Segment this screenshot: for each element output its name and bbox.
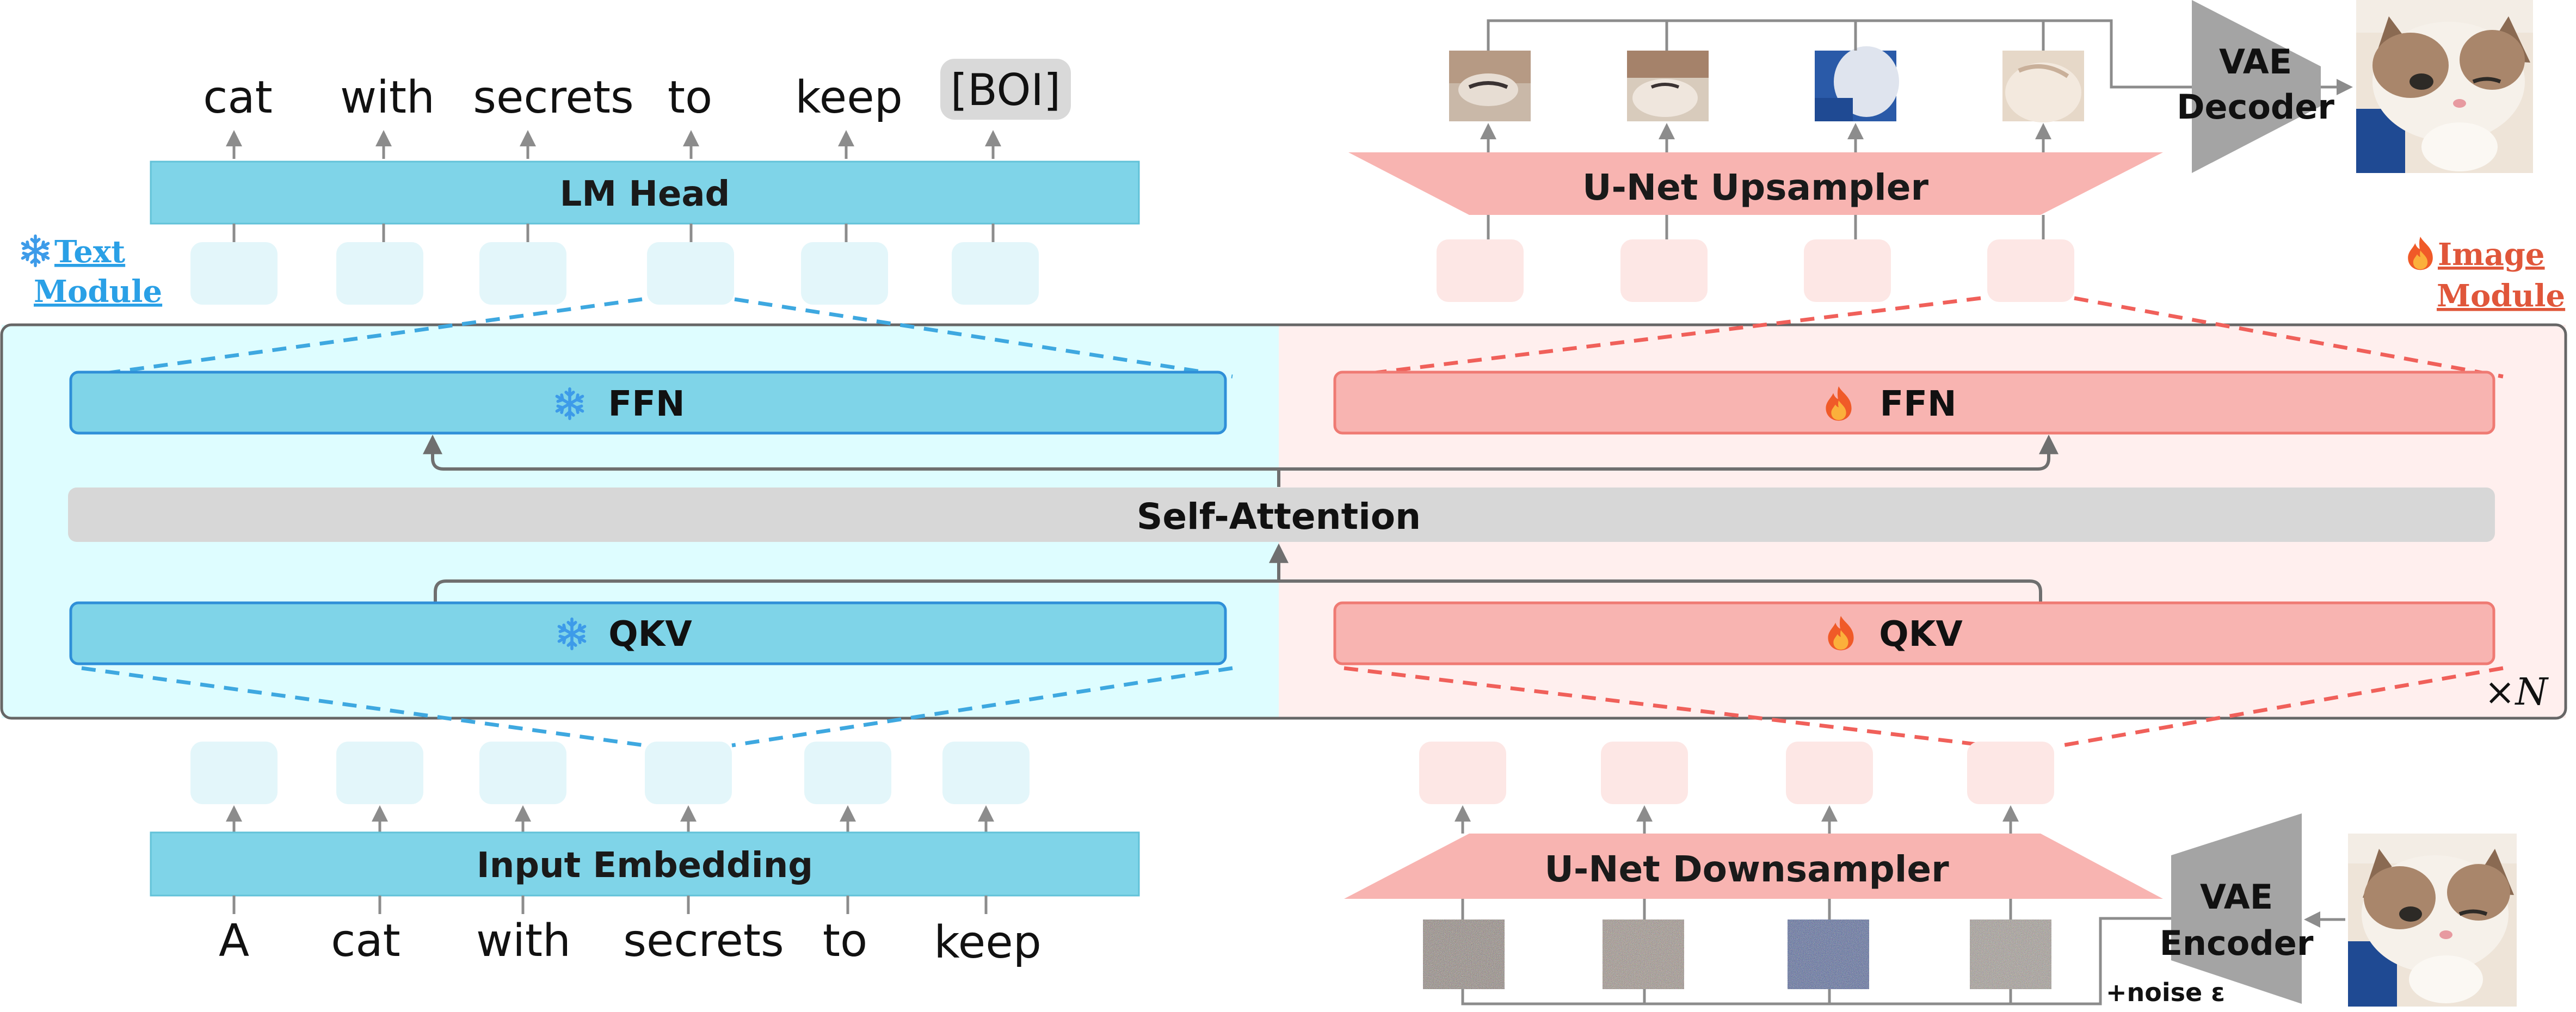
unet-downsampler-shape (1344, 834, 2163, 899)
upsampler-input-lines (1487, 215, 2045, 239)
input-embedding-bar (150, 831, 1140, 897)
output-patch-2 (1627, 51, 1709, 121)
boi-token-badge (940, 59, 1071, 120)
repeat-label: ×N (2485, 671, 2549, 714)
text-qkv-bar (69, 601, 1227, 665)
text-expand-dashes-top (81, 297, 1233, 379)
text-hidden-states-bottom (190, 742, 1030, 804)
output-patch-4 (2002, 51, 2084, 122)
attention-to-ffn-routing (423, 434, 2059, 487)
unet-upsampler-label: U-Net Upsampler (1582, 166, 1929, 208)
unet-upsampler-shape (1348, 152, 2163, 215)
text-module-label-line1: Text (54, 234, 125, 270)
input-token: with (476, 915, 571, 967)
output-token: with (340, 72, 435, 124)
input-token-labels: A cat with secrets to keep (219, 915, 1042, 968)
snowflake-icon (22, 236, 48, 266)
image-qkv-bar (1333, 601, 2495, 665)
noisy-patch-lines (1461, 899, 2012, 920)
text-ffn-label: FFN (608, 384, 685, 424)
text-expand-dashes-bottom (81, 666, 1233, 748)
noisy-input-patches (1423, 920, 2051, 989)
output-token: keep (795, 72, 903, 124)
lm-head-output-arrows (226, 130, 1001, 159)
image-expand-dashes-bottom (1344, 666, 2504, 748)
image-ffn-label: FFN (1880, 384, 1957, 424)
transformer-block-outline (0, 323, 2567, 720)
lm-head-bar (150, 161, 1140, 225)
vae-encoder-label-line2: Encoder (2160, 923, 2314, 963)
noise-label: +noise ε (2106, 978, 2225, 1007)
input-token: keep (934, 917, 1042, 968)
image-module-label-line2: Module (2437, 278, 2565, 314)
input-token: A (219, 915, 249, 967)
qkv-to-attention-routing (434, 543, 2042, 603)
output-patch-1 (1449, 51, 1531, 121)
upsampler-output-arrows (1480, 123, 2051, 152)
vae-decoder-shape (2192, 0, 2321, 173)
text-qkv-label: QKV (608, 614, 692, 655)
text-ffn-bar (69, 371, 1227, 435)
embedding-output-arrows (226, 805, 994, 832)
text-hidden-states-top (190, 242, 1039, 305)
output-image-patches (1449, 46, 2084, 122)
text-module-label-line2: Module (34, 274, 162, 310)
image-module-label-line1: Image (2438, 237, 2545, 273)
output-token: to (668, 72, 712, 124)
encoder-to-patches-line (1461, 917, 2171, 1005)
unet-downsampler-label: U-Net Downsampler (1544, 848, 1949, 890)
input-embedding-label: Input Embedding (477, 846, 813, 886)
image-ffn-bar (1333, 371, 2495, 435)
input-token: to (823, 915, 867, 967)
noisy-patch-1 (1423, 920, 1505, 989)
input-token: cat (331, 915, 400, 967)
patches-to-decoder-line (1487, 19, 2193, 89)
noisy-patch-4 (1970, 920, 2051, 989)
lm-head-input-lines (232, 224, 995, 242)
lm-head-label: LM Head (560, 174, 730, 214)
vae-encoder-shape (2171, 813, 2302, 1004)
vae-encoder-label-line1: VAE (2200, 877, 2273, 917)
noisy-patch-3 (1788, 920, 1869, 989)
boi-token: [BOI] (951, 65, 1061, 115)
vae-decoder-label-line1: VAE (2219, 42, 2292, 82)
output-patch-3 (1815, 46, 1899, 121)
downsampler-output-arrows (1455, 805, 2019, 834)
output-token: cat (203, 72, 272, 124)
output-token-labels: cat with secrets to keep (203, 72, 903, 124)
image-hidden-states-bottom (1419, 742, 2054, 804)
decoded-cat-image (2356, 0, 2533, 173)
input-token: secrets (623, 915, 784, 967)
noisy-patch-2 (1603, 920, 1684, 989)
fire-icon (2408, 237, 2433, 270)
output-token: secrets (473, 72, 634, 124)
input-cat-image (2348, 834, 2517, 1007)
vae-decoder-label-line2: Decoder (2177, 87, 2334, 127)
image-hidden-states-top (1437, 239, 2074, 302)
input-token-lines (232, 896, 988, 914)
self-attention-bar (68, 488, 2495, 542)
image-qkv-label: QKV (1879, 614, 1963, 655)
image-expand-dashes-top (1344, 296, 2504, 379)
self-attention-label: Self-Attention (1137, 496, 1421, 538)
